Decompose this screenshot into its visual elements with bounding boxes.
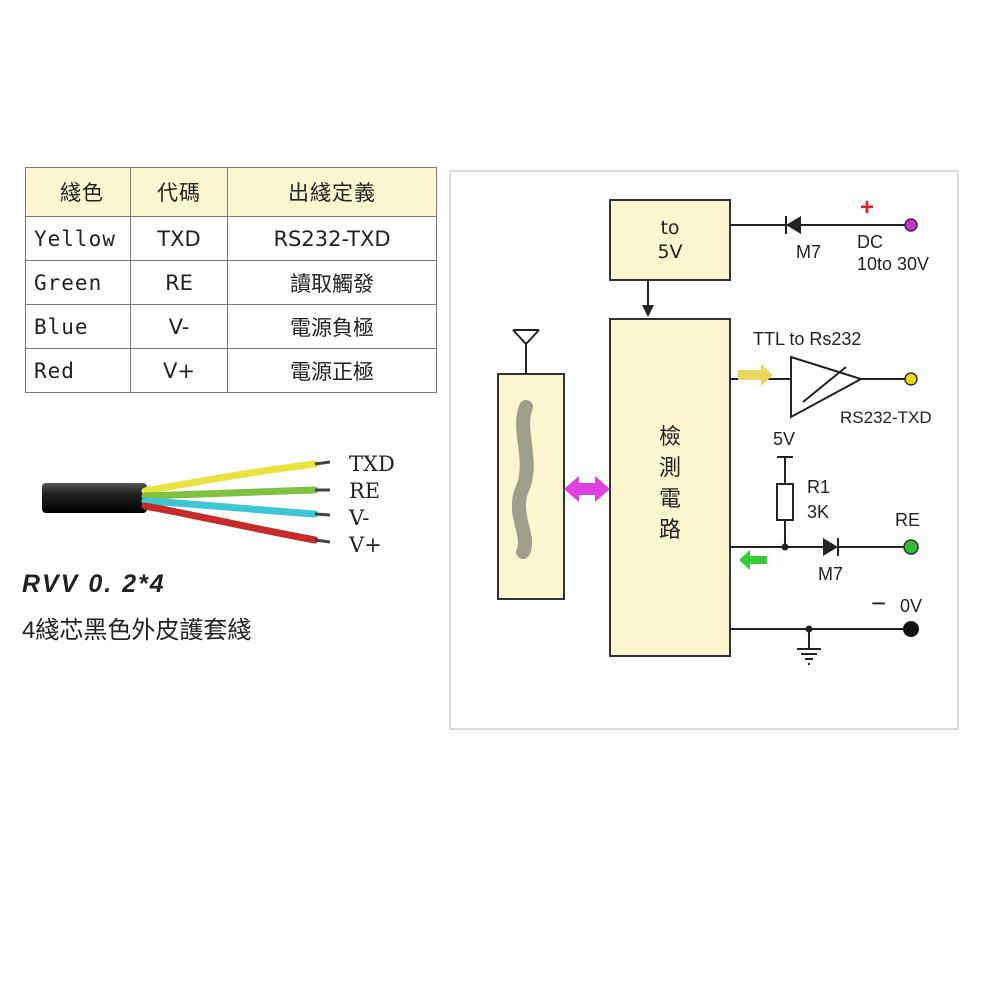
circuit-diagram <box>497 199 919 665</box>
block-diagram-panel: to 5V 檢 測 電 路 + M7 DC 10to 30V TTL to Rs… <box>449 170 959 730</box>
row-color: Red <box>25 348 131 393</box>
positive-sign: + <box>860 194 875 221</box>
detector-circuit-block <box>609 318 731 657</box>
wire-label-v-minus: V- <box>349 506 370 530</box>
cable-description: 4綫芯黑色外皮護套綫 <box>22 617 252 644</box>
arrow-down-icon <box>642 305 654 317</box>
header-definition: 出綫定義 <box>227 167 437 217</box>
table-header-row: 綫色 代碼 出綫定義 <box>25 167 437 217</box>
re-input-terminal <box>903 539 919 555</box>
wire-re <box>141 486 319 500</box>
regulator-line1: to <box>660 217 680 239</box>
diode-icon <box>823 538 839 556</box>
diode-icon <box>785 216 801 234</box>
ttl-rs232-converter-icon <box>790 355 864 419</box>
table-row: Green RE 讀取觸發 <box>25 260 437 305</box>
cable-sheath <box>42 483 147 513</box>
negative-sign: − <box>871 588 887 618</box>
regulator-block <box>609 199 731 281</box>
ground-terminal <box>903 621 919 637</box>
table-row: Red V+ 電源正極 <box>25 348 437 393</box>
resistor-name-label: R1 <box>807 477 831 497</box>
txd-output-label: RS232-TXD <box>840 408 932 427</box>
wire-label-txd: TXD <box>349 452 395 476</box>
wire-definition-table: 綫色 代碼 出綫定義 Yellow TXD RS232-TXD Green RE… <box>25 167 437 393</box>
header-wire-color: 綫色 <box>25 167 131 217</box>
bidirectional-arrow-icon <box>564 476 610 502</box>
row-definition: 電源正極 <box>227 348 437 393</box>
row-code: RE <box>130 260 228 305</box>
pullup-supply-label: 5V <box>773 429 796 449</box>
detector-char: 路 <box>658 518 681 543</box>
signal-arrow-icon <box>739 550 767 570</box>
power-range-label: 10to 30V <box>857 254 930 274</box>
regulator-label: to 5V <box>610 216 730 264</box>
resistor-value-label: 3K <box>807 502 830 522</box>
signal-arrow-icon <box>738 364 773 386</box>
wire-v-plus <box>141 502 319 544</box>
txd-output-terminal <box>904 372 918 386</box>
detector-label: 檢 測 電 路 <box>610 422 730 546</box>
row-code: TXD <box>130 216 228 261</box>
table-row: Blue V- 電源負極 <box>25 304 437 349</box>
row-color: Green <box>25 260 131 305</box>
re-diode-label: M7 <box>818 564 844 584</box>
row-definition: 讀取觸發 <box>227 260 437 305</box>
wire-txd <box>141 460 319 495</box>
row-code: V+ <box>130 348 228 393</box>
ground-label: 0V <box>900 596 923 616</box>
detector-char: 測 <box>658 456 681 481</box>
row-color: Yellow <box>25 216 131 261</box>
resistor-icon <box>776 483 794 521</box>
wire-label-re: RE <box>349 479 381 503</box>
wire-v-minus <box>141 497 319 518</box>
row-definition: RS232-TXD <box>227 216 437 261</box>
diode-label: M7 <box>796 242 822 262</box>
antenna-icon <box>512 329 540 374</box>
header-code: 代碼 <box>130 167 228 217</box>
re-label: RE <box>895 510 921 530</box>
converter-label: TTL to Rs232 <box>753 329 862 349</box>
detector-char: 電 <box>658 487 681 512</box>
cable-illustration <box>42 460 331 544</box>
row-code: V- <box>130 304 228 349</box>
power-type-label: DC <box>857 232 883 252</box>
wire-label-v-plus: V+ <box>349 533 382 557</box>
ground-icon <box>797 648 821 665</box>
row-color: Blue <box>25 304 131 349</box>
row-definition: 電源負極 <box>227 304 437 349</box>
regulator-line2: 5V <box>657 241 683 263</box>
cable-model-title: RVV 0. 2*4 <box>22 570 166 598</box>
detector-char: 檢 <box>658 425 681 450</box>
table-row: Yellow TXD RS232-TXD <box>25 216 437 261</box>
power-input-terminal <box>904 218 918 232</box>
